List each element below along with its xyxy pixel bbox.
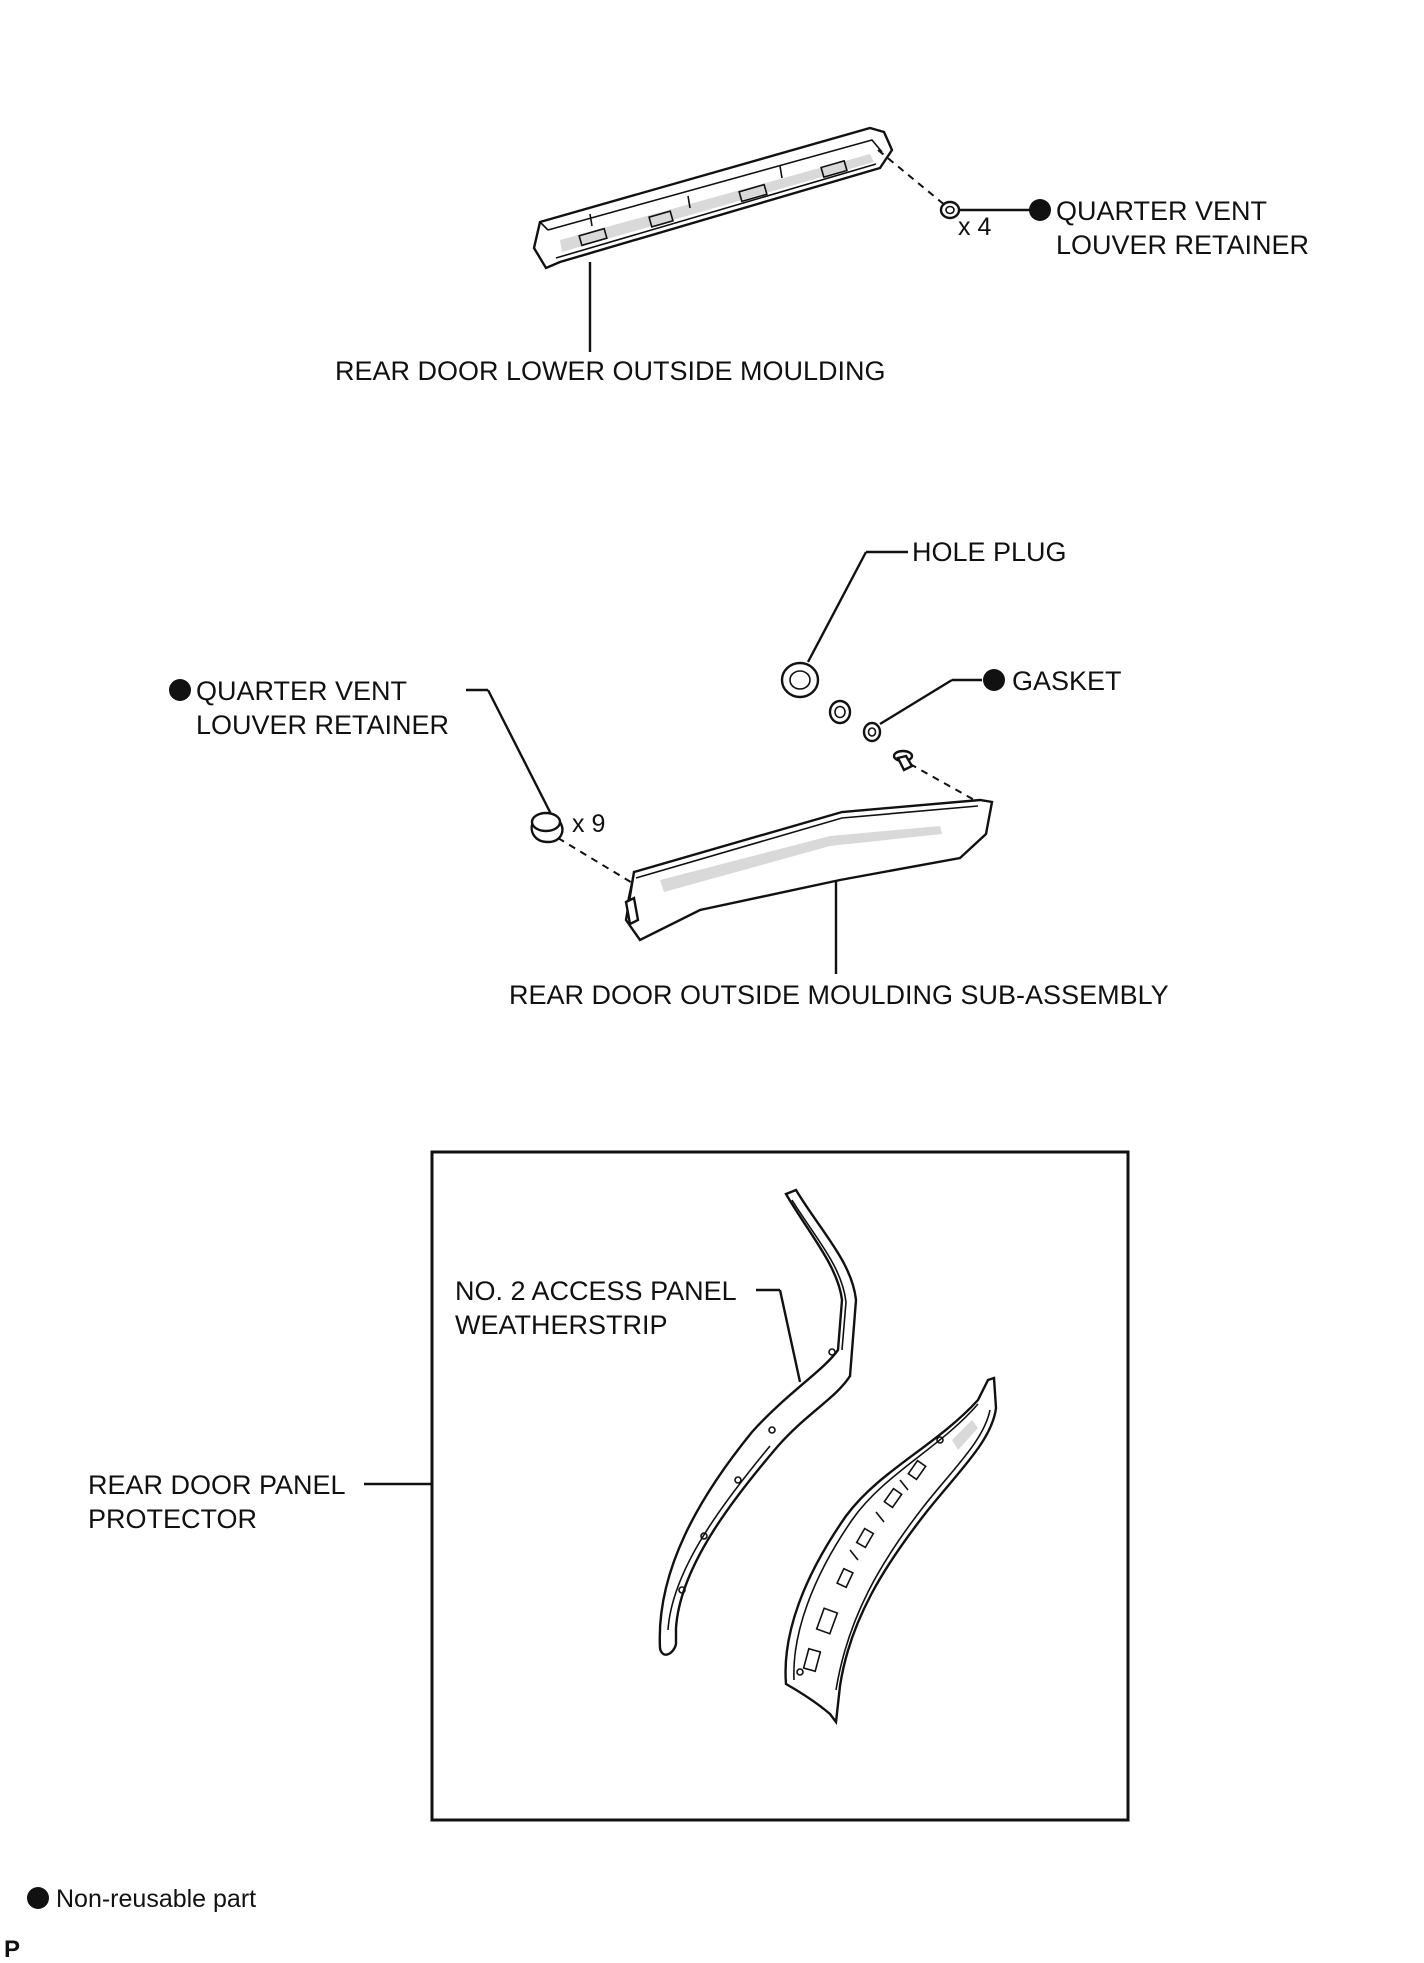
panel-protector-line2: PROTECTOR [88, 1504, 257, 1534]
corner-mark: P [4, 1936, 20, 1963]
lower-moulding-label: REAR DOOR LOWER OUTSIDE MOULDING [335, 356, 886, 386]
quarter-vent-mid-line2: LOUVER RETAINER [196, 710, 449, 740]
hole-plug [780, 550, 908, 699]
access-panel-line1: NO. 2 ACCESS PANEL [455, 1276, 737, 1306]
quarter-vent-louver-retainer-mid [169, 679, 635, 885]
outside-moulding-label: REAR DOOR OUTSIDE MOULDING SUB-ASSEMBLY [509, 980, 1169, 1010]
gasket [862, 669, 1005, 743]
access-panel-line2: WEATHERSTRIP [455, 1310, 668, 1340]
non-reusable-mark-gasket [983, 669, 1005, 691]
legend-text: Non-reusable part [56, 1885, 256, 1913]
screw [892, 749, 979, 803]
rear-door-panel-protector [784, 1376, 998, 1726]
quarter-vent-top-line1: QUARTER VENT [1056, 196, 1267, 226]
detail-frame [430, 1150, 1130, 1822]
qty-mid: x 9 [572, 810, 605, 838]
rear-door-outside-moulding-sub-assembly [624, 798, 994, 974]
quarter-vent-louver-retainer-top [877, 149, 1051, 221]
non-reusable-mark-mid [169, 679, 191, 701]
quarter-vent-mid-line1: QUARTER VENT [196, 676, 407, 706]
qty-top: x 4 [958, 213, 991, 241]
hole-plug-label: HOLE PLUG [912, 537, 1067, 567]
quarter-vent-top-line2: LOUVER RETAINER [1056, 230, 1309, 260]
non-reusable-mark-top [1029, 199, 1051, 221]
rear-door-lower-outside-moulding [532, 126, 894, 352]
gasket-label: GASKET [1012, 666, 1122, 696]
panel-protector-line1: REAR DOOR PANEL [88, 1470, 346, 1500]
clip-nut [828, 699, 852, 725]
no-2-access-panel-weatherstrip [658, 1188, 858, 1656]
filled-circle-icon [27, 1887, 49, 1909]
